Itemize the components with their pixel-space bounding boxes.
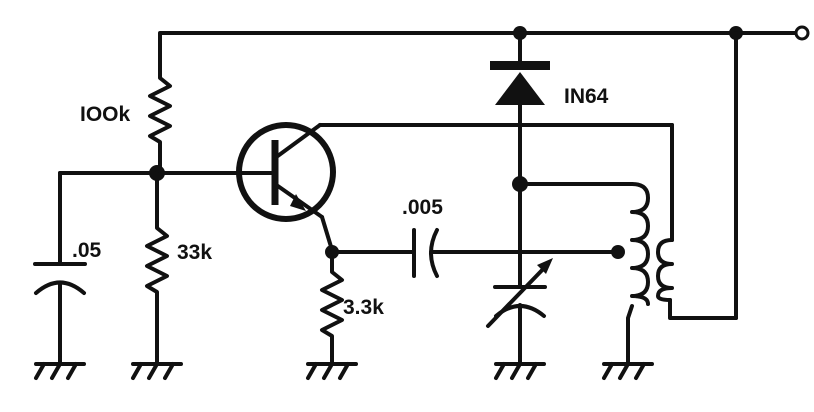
ground-symbol: [494, 356, 546, 380]
output-terminal: [794, 25, 810, 41]
diode-label: IN64: [564, 85, 609, 108]
tapped-inductor: [626, 182, 650, 360]
diode-in64: IN64: [490, 31, 609, 186]
capacitor-005: .005: [330, 196, 624, 278]
ground-symbol: [131, 356, 183, 380]
feedback-winding: [656, 123, 674, 302]
ground-symbol: [602, 356, 654, 380]
resistor-100k: IOOk: [80, 70, 172, 175]
transistor: [236, 122, 674, 252]
capacitor-005-label: .005: [402, 196, 443, 219]
resistor-3-3k: 3.3k: [320, 250, 384, 360]
capacitor-05: .05: [33, 171, 102, 360]
resistor-33k-label: 33k: [177, 241, 212, 264]
coil-tap-node: [611, 245, 625, 259]
resistor-33k: 33k: [145, 171, 212, 360]
ground-symbol: [306, 356, 358, 380]
variable-capacitor: [486, 182, 553, 360]
capacitor-05-label: .05: [72, 239, 102, 262]
ground-symbol: [34, 356, 86, 380]
resistor-3-3k-label: 3.3k: [343, 296, 384, 319]
resistor-100k-label: IOOk: [80, 103, 131, 126]
